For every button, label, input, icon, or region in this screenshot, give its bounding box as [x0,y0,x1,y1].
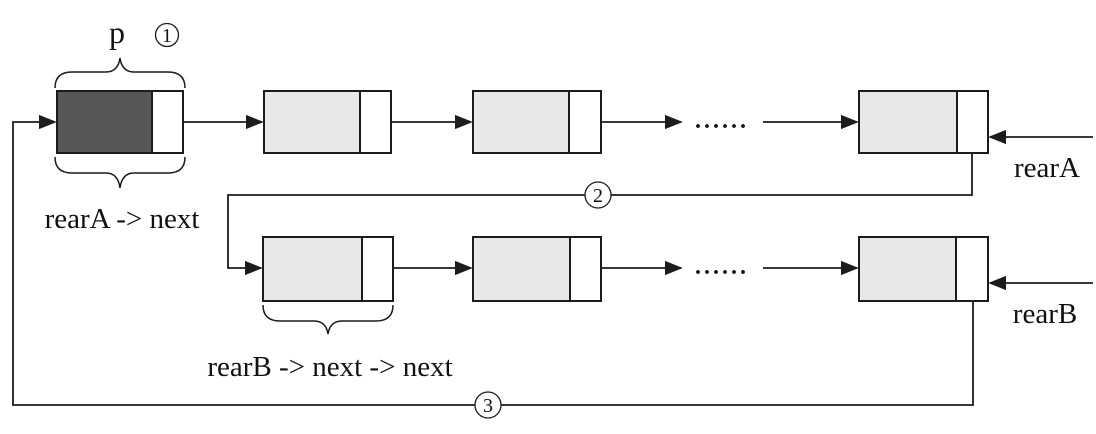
list-b-ellipsis: ...... [695,254,749,280]
list-a-node3-data [472,90,570,154]
step-badges: 1 2 3 [154,22,612,419]
brace-under-node-a1 [54,156,186,189]
list-a-node2-pointer [359,90,392,154]
list-a-rear-node-data [858,90,958,154]
step1-number: 1 [162,25,172,47]
brace-over-node-a1 [54,57,186,89]
list-a-ellipsis: ...... [695,108,749,134]
list-a-node1-pointer [151,90,184,154]
step1-circle-icon [154,22,180,48]
brace-under-node-b1 [262,304,394,335]
rear-b-next-next-annotation: rearB -> next -> next [207,351,452,383]
list-a-node2-data [263,90,361,154]
rear-b-label: rearB [1013,298,1077,330]
list-b-nodes [262,236,989,302]
rear-a-next-annotation: rearA -> next [45,203,200,235]
list-a-rear-node-pointer [956,90,989,154]
list-b-rear-node-data [858,236,957,302]
step3-link-line [12,114,974,406]
braces [54,57,394,335]
rear-a-label: rearA [1014,152,1080,184]
list-a-nodes [56,90,989,154]
list-a-node3-pointer [568,90,602,154]
step2-link-line [227,124,973,276]
step3-number: 3 [483,395,493,417]
list-b-node2-data [472,236,571,302]
pointer-p-label: p [109,14,125,50]
text-labels: p rearA -> next rearB -> next -> next re… [45,14,1080,383]
list-b-node1-pointer [361,236,394,302]
list-a-node1-data [56,90,153,154]
list-b-node1-data [262,236,363,302]
list-b-arrows [377,260,1093,291]
step2-number: 2 [593,185,603,207]
list-b-rear-node-pointer [955,236,989,302]
step2-circle-icon [584,181,612,209]
list-b-node2-pointer [569,236,602,302]
step3-circle-icon [474,391,502,419]
